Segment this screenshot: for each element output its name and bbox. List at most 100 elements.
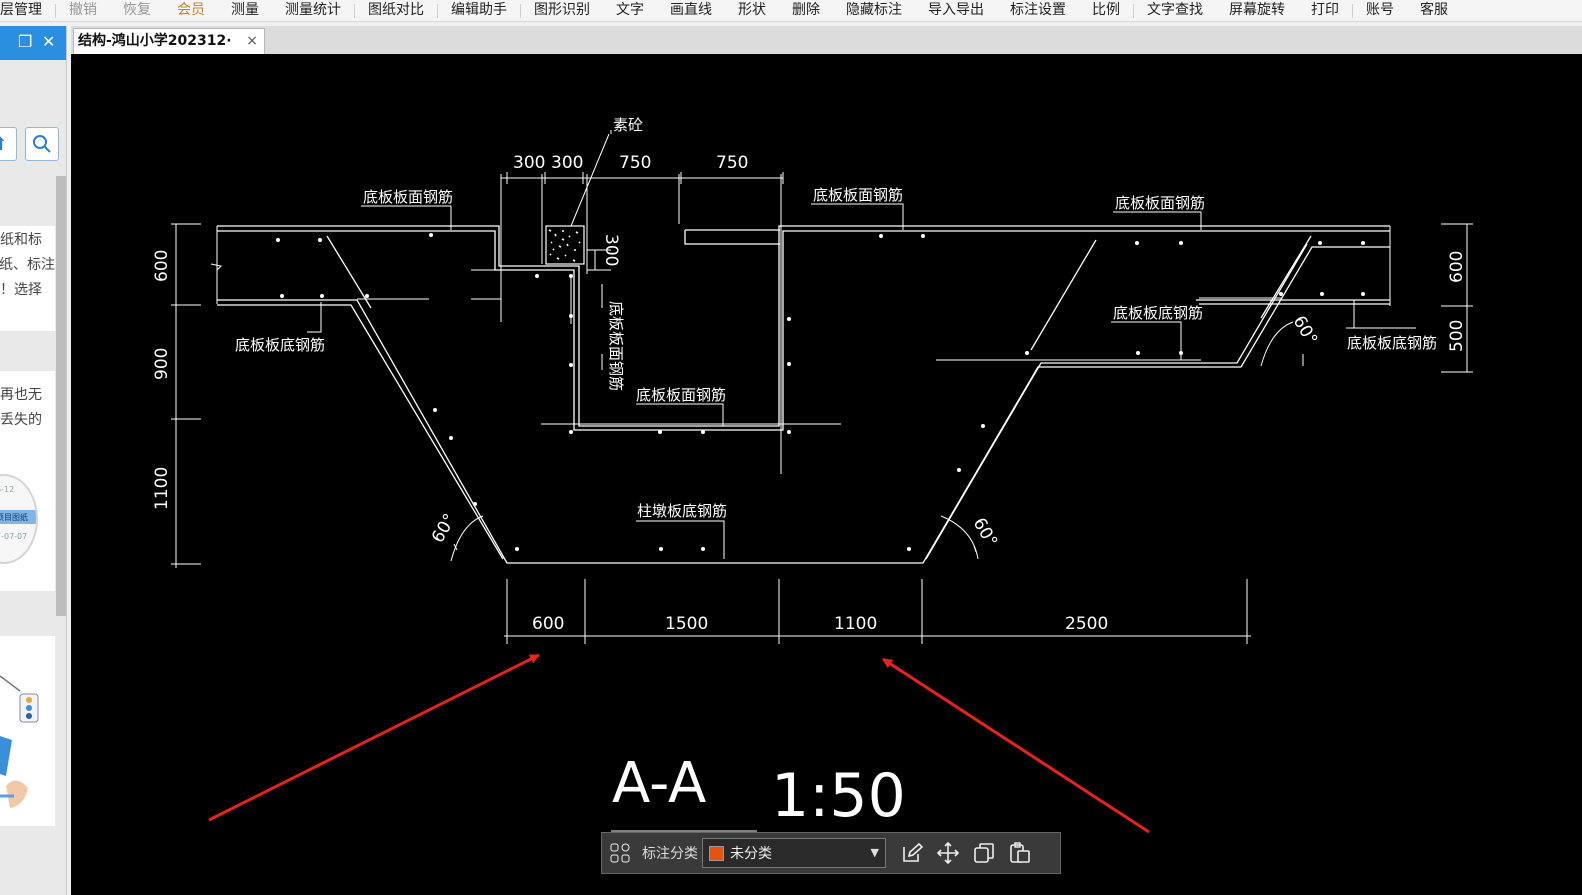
dim-bottom-2: 1500 <box>665 614 708 634</box>
section-title: A-A <box>612 751 706 816</box>
restore-icon[interactable]: ❐ <box>18 32 33 51</box>
menu-item-annotation-settings[interactable]: 标注设置 <box>1010 1 1066 18</box>
notice-line: 纸、标注 <box>0 257 55 273</box>
note-top-mid-face: 底板板面钢筋 <box>813 186 903 204</box>
notice-card: 纸和标 纸、标注 选择！ <box>0 226 55 331</box>
category-select-value: 未分类 <box>730 846 772 862</box>
notice-line: 纸和标 <box>0 232 42 248</box>
grid-icon[interactable] <box>602 835 638 871</box>
tab-close-icon[interactable]: × <box>246 33 258 49</box>
plain-concrete-block <box>545 225 585 265</box>
menu-item-shape-recognition[interactable]: 图形识别 <box>534 1 590 18</box>
tab-drawing[interactable]: 结构-鸿山小学202312· × <box>73 28 265 54</box>
menu-item-measure[interactable]: 测量 <box>231 1 259 18</box>
menu-item-text[interactable]: 文字 <box>616 1 644 18</box>
left-panel-titlebar: ❐ ✕ <box>0 26 66 60</box>
angle-right: 60° <box>1289 313 1321 349</box>
note-mid-face: 底板板面钢筋 <box>636 386 726 404</box>
angle-left: 60° <box>428 510 460 546</box>
dim-inner: 300 <box>601 234 621 266</box>
menu-separator <box>520 3 521 18</box>
menu-bar: 层管理 撤销 恢复 会员 测量 测量统计 图纸对比 编辑助手 图形识别 文字 画… <box>0 0 1582 22</box>
menu-item-undo[interactable]: 撤销 <box>69 1 97 18</box>
menu-item-screen-rotate[interactable]: 屏幕旋转 <box>1229 1 1285 18</box>
red-arrows <box>208 653 1150 834</box>
thumbnail-tag-text: 项目图纸 <box>0 513 28 522</box>
menu-separator <box>1133 3 1134 18</box>
leader-lines <box>307 130 1416 559</box>
menu-item-layer[interactable]: 层管理 <box>0 1 42 18</box>
thumbnail-text: 6-12 <box>0 485 15 494</box>
note-top-right-face: 底板板面钢筋 <box>1115 194 1205 212</box>
menu-item-support[interactable]: 客服 <box>1420 1 1448 18</box>
cad-section-drawing[interactable]: 底板板面钢筋 素砼 底板板面钢筋 底板板面钢筋 底板板底钢筋 底板板面钢筋 底板… <box>71 54 1582 895</box>
note-far-right-bottom: 底板板底钢筋 <box>1347 334 1437 352</box>
notice-line: 选择！ <box>0 282 42 298</box>
menu-separator <box>437 3 438 18</box>
dim-left-2: 900 <box>152 348 172 380</box>
annotation-texts: 底板板面钢筋 素砼 底板板面钢筋 底板板面钢筋 底板板底钢筋 底板板面钢筋 底板… <box>235 116 1437 520</box>
category-color-swatch <box>709 845 724 861</box>
menu-item-hide-annotations[interactable]: 隐藏标注 <box>846 1 902 18</box>
left-panel: ❐ ✕ ⬆ 纸和标 纸、标注 选择！ 再也无 丢失的 6-12 项目图纸 7-0… <box>0 26 67 895</box>
menu-item-member[interactable]: 会员 <box>177 1 205 18</box>
note-right-bottom: 底板板底钢筋 <box>1113 304 1203 322</box>
info-line: 再也无 <box>0 387 42 403</box>
paste-icon[interactable] <box>1002 835 1038 871</box>
menu-item-delete[interactable]: 删除 <box>792 1 820 18</box>
note-left-bottom: 底板板底钢筋 <box>235 336 325 354</box>
menu-item-text-search[interactable]: 文字查找 <box>1147 1 1203 18</box>
rebar-dots <box>276 233 1365 551</box>
left-panel-scrollbar[interactable] <box>56 176 66 616</box>
menu-item-compare[interactable]: 图纸对比 <box>368 1 424 18</box>
menu-item-measure-stats[interactable]: 测量统计 <box>285 1 341 18</box>
menu-item-account[interactable]: 账号 <box>1366 1 1394 18</box>
menu-item-print[interactable]: 打印 <box>1311 1 1339 18</box>
red-arrow-right <box>882 657 1150 834</box>
angle-markers <box>450 321 1304 562</box>
search-button[interactable] <box>25 127 59 161</box>
menu-item-import-export[interactable]: 导入导出 <box>928 1 984 18</box>
menu-item-edit-assistant[interactable]: 编辑助手 <box>451 1 507 18</box>
menu-separator <box>1352 3 1353 18</box>
dimension-texts: 300 300 750 750 300 600 900 1100 600 500… <box>152 153 1467 634</box>
info-line: 丢失的 <box>0 412 42 428</box>
menu-item-shape[interactable]: 形状 <box>738 1 766 18</box>
document-tab-bar: 结构-鸿山小学202312· × <box>71 26 1582 54</box>
menu-item-draw-line[interactable]: 画直线 <box>670 1 712 18</box>
move-icon[interactable] <box>930 835 966 871</box>
dim-bottom-3: 1100 <box>834 614 877 634</box>
menu-separator <box>55 3 56 18</box>
annotation-category-select[interactable]: 未分类 ▼ <box>702 838 886 868</box>
upload-button[interactable]: ⬆ <box>0 127 17 161</box>
dim-bottom-1: 600 <box>532 614 564 634</box>
note-pile-cap: 柱墩板底钢筋 <box>637 502 727 520</box>
copy-icon[interactable] <box>966 835 1002 871</box>
red-arrow-left <box>208 653 540 822</box>
section-scale: 1:50 <box>771 761 906 831</box>
dim-left-3: 1100 <box>152 467 172 510</box>
menu-item-scale[interactable]: 比例 <box>1092 1 1120 18</box>
rebar-lines <box>210 174 1391 474</box>
menu-separator <box>354 3 355 18</box>
annotation-toolbar: 标注分类 未分类 ▼ <box>601 832 1061 874</box>
upload-icon: ⬆ <box>0 134 8 155</box>
dim-right-1: 600 <box>1447 251 1467 283</box>
dim-right-2: 500 <box>1447 320 1467 352</box>
dim-top-1: 300 <box>513 153 545 173</box>
dim-bottom-4: 2500 <box>1065 614 1108 634</box>
note-top-left-face: 底板板面钢筋 <box>363 188 453 206</box>
thumbnail-date: 7-07-07 <box>0 532 28 541</box>
dim-top-2: 300 <box>551 153 583 173</box>
menu-item-redo[interactable]: 恢复 <box>123 1 151 18</box>
promo-illustration <box>0 675 39 808</box>
dropdown-arrow-icon: ▼ <box>870 846 879 859</box>
edit-icon[interactable] <box>894 835 930 871</box>
annotation-category-label: 标注分类 <box>642 846 698 862</box>
thumbnail-tag <box>0 510 36 524</box>
close-icon[interactable]: ✕ <box>42 32 56 51</box>
promo-card[interactable] <box>0 636 55 826</box>
drawing-canvas[interactable]: 底板板面钢筋 素砼 底板板面钢筋 底板板面钢筋 底板板底钢筋 底板板面钢筋 底板… <box>71 54 1582 895</box>
dim-top-4: 750 <box>716 153 748 173</box>
